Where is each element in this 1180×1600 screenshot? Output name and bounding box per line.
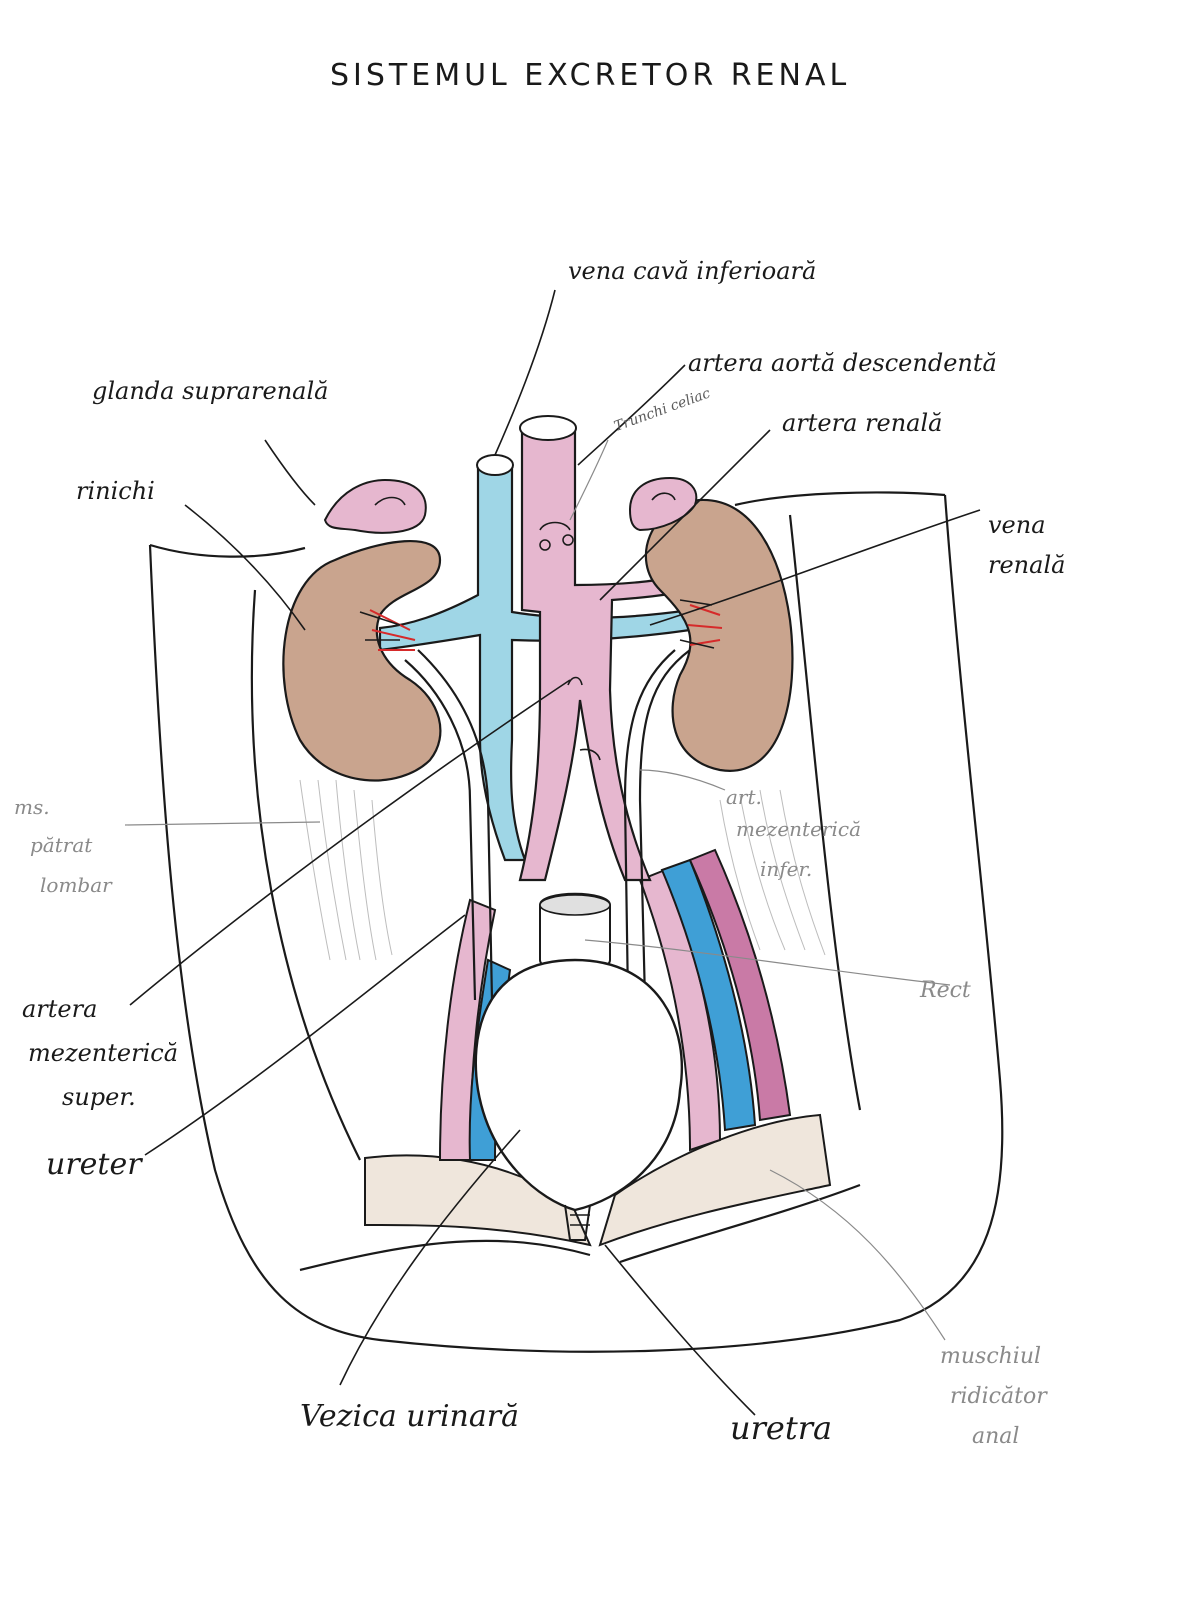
kidney-right [644,498,794,772]
faint-leader-lines [124,439,951,1341]
label-art-mez-inf-line3: infer. [760,857,813,881]
label-artera-mez-sup-line1: artera [22,995,98,1023]
abdominal-wall-outline [148,491,1004,1353]
label-muschiul-line3: anal [972,1424,1020,1449]
diagram-title: SISTEMUL EXCRETOR RENAL [330,58,851,93]
label-rinichi: rinichi [76,477,155,505]
rectum [539,892,611,973]
label-vena-renala-line2: renală [988,551,1066,579]
label-artera-mez-sup-line2: mezenterică [28,1039,179,1067]
adrenal-glands [323,476,698,534]
label-glanda-suprarenala: glanda suprarenală [92,377,329,405]
label-ms-line1: ms. [14,795,50,819]
kidney-left [282,540,442,782]
ureters [404,649,691,1001]
label-uretra: uretra [730,1409,833,1447]
label-vena-cava-inferioara: vena cavă inferioară [568,257,817,285]
descending-aorta [518,415,692,882]
label-ms-line3: lombar [40,873,112,897]
levator-ani-muscles [364,1113,832,1247]
label-artera-renala: artera renală [782,409,943,437]
leader-lines [129,289,981,1416]
label-artera-mez-sup-line3: super. [62,1083,136,1111]
label-ms-line2: pătrat [30,833,93,857]
label-vezica-urinara: Vezica urinară [300,1399,519,1434]
label-vena-renala-line1: vena [988,511,1046,539]
label-muschiul-line1: muschiul [940,1344,1042,1369]
label-ureter: ureter [46,1147,142,1182]
label-art-mez-inf-line1: art. [726,785,762,809]
urinary-bladder [474,958,684,1241]
label-artera-aorta-descendenta: artera aortă descendentă [688,349,997,377]
label-muschiul-line2: ridicător [950,1384,1047,1409]
label-art-mez-inf-line2: mezenterică [736,817,862,841]
label-rect: Rect [920,978,971,1003]
